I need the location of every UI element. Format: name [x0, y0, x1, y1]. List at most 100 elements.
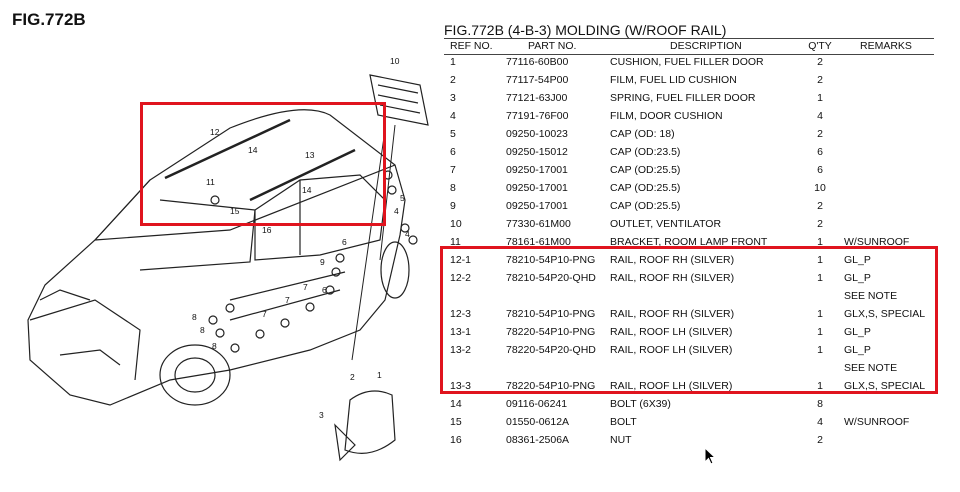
roof-rail-table-highlight: [440, 246, 938, 394]
header-part: PART NO.: [528, 40, 577, 52]
remarks-cell: GLX,S, SPECIAL: [844, 380, 926, 392]
quantity-cell: 1: [817, 236, 823, 248]
quantity-cell: 1: [817, 272, 823, 284]
svg-text:8: 8: [192, 312, 197, 322]
description-cell: BOLT: [610, 416, 637, 428]
quantity-cell: 1: [817, 254, 823, 266]
svg-text:8: 8: [200, 325, 205, 335]
ref-cell: 5: [450, 128, 456, 140]
ref-cell: 1: [450, 56, 456, 68]
diagram-callouts: 10 12 13 14 14 11 15 16 5 4 4 6 9 6 7 7 …: [192, 56, 410, 420]
ref-cell: 13-3: [450, 380, 472, 392]
ref-cell: 14: [450, 398, 462, 410]
table-row: 13-3 78220-54P10-PNG RAIL, ROOF LH (SILVER…: [444, 377, 934, 395]
ref-cell: 6: [450, 146, 456, 158]
svg-text:7: 7: [262, 309, 267, 319]
ref-cell: 13-1: [450, 326, 472, 338]
remarks-cell: GL_P: [844, 326, 871, 338]
description-cell: FILM, DOOR CUSHION: [610, 110, 723, 122]
description-cell: CAP (OD:25.5): [610, 182, 681, 194]
part-number-cell: 78161-61M00: [506, 236, 571, 248]
description-cell: CAP (OD:25.5): [610, 164, 681, 176]
quantity-cell: 1: [817, 344, 823, 356]
description-cell: CAP (OD: 18): [610, 128, 675, 140]
ref-cell: 12-3: [450, 308, 472, 320]
quantity-cell: 2: [817, 56, 823, 68]
part-number-cell: 78210-54P10-PNG: [506, 254, 596, 266]
table-title: FIG.772B (4-B-3) MOLDING (W/ROOF RAIL): [444, 22, 727, 38]
header-qty: Q'TY: [808, 40, 832, 52]
part-number-cell: 78220-54P20-QHD: [506, 344, 596, 356]
description-cell: FILM, FUEL LID CUSHION: [610, 74, 737, 86]
quantity-cell: 1: [817, 326, 823, 338]
mouse-cursor-icon: [704, 447, 717, 465]
quantity-cell: 4: [817, 416, 823, 428]
ref-cell: 4: [450, 110, 456, 122]
svg-text:8: 8: [212, 341, 217, 351]
remarks-cell: W/SUNROOF: [844, 416, 910, 428]
ref-cell: 3: [450, 92, 456, 104]
table-row: 12-3 78210-54P10-PNG RAIL, ROOF RH (SILVER…: [444, 305, 934, 323]
quantity-cell: 10: [814, 182, 826, 194]
svg-text:9: 9: [320, 257, 325, 267]
svg-text:1: 1: [377, 370, 382, 380]
description-cell: NUT: [610, 434, 632, 446]
ref-cell: 2: [450, 74, 456, 86]
svg-text:15: 15: [230, 206, 240, 216]
svg-text:3: 3: [319, 410, 324, 420]
part-number-cell: 77117-54P00: [506, 74, 569, 86]
description-cell: RAIL, ROOF RH (SILVER): [610, 254, 735, 266]
svg-text:7: 7: [303, 282, 308, 292]
description-cell: RAIL, ROOF LH (SILVER): [610, 326, 733, 338]
ref-cell: 15: [450, 416, 462, 428]
table-row: 12-1 78210-54P10-PNG RAIL, ROOF RH (SILVER…: [444, 251, 934, 269]
table-row: 1 77116-60B00 CUSHION, FUEL FILLER DOOR 2: [444, 53, 934, 71]
svg-text:14: 14: [248, 145, 258, 155]
remarks-cell: GL_P: [844, 344, 871, 356]
part-number-cell: 78210-54P20-QHD: [506, 272, 596, 284]
description-cell: CUSHION, FUEL FILLER DOOR: [610, 56, 764, 68]
part-number-cell: 09250-10023: [506, 128, 568, 140]
svg-text:10: 10: [390, 56, 400, 66]
part-number-cell: 78220-54P10-PNG: [506, 380, 596, 392]
description-cell: CAP (OD:25.5): [610, 200, 681, 212]
ref-cell: 8: [450, 182, 456, 194]
quantity-cell: 2: [817, 128, 823, 140]
quantity-cell: 2: [817, 200, 823, 212]
description-cell: SPRING, FUEL FILLER DOOR: [610, 92, 756, 104]
remarks-cell: SEE NOTE: [844, 290, 898, 302]
svg-text:2: 2: [350, 372, 355, 382]
ref-cell: 7: [450, 164, 456, 176]
part-number-cell: 09116-06241: [506, 398, 568, 410]
table-header: REF NO. PART NO. DESCRIPTION Q'TY REMARK…: [444, 38, 934, 55]
svg-text:7: 7: [285, 295, 290, 305]
ref-cell: 11: [450, 236, 461, 248]
part-number-cell: 09250-17001: [506, 200, 568, 212]
part-number-cell: 09250-17001: [506, 164, 568, 176]
part-number-cell: 78210-54P10-PNG: [506, 308, 596, 320]
description-cell: CAP (OD:23.5): [610, 146, 681, 158]
quantity-cell: 2: [817, 218, 823, 230]
header-remarks: REMARKS: [860, 40, 912, 52]
part-number-cell: 77116-60B00: [506, 56, 569, 68]
table-row: SEE NOTE: [444, 287, 934, 305]
description-cell: RAIL, ROOF RH (SILVER): [610, 308, 735, 320]
table-row: SEE NOTE: [444, 359, 934, 377]
quantity-cell: 8: [817, 398, 823, 410]
description-cell: RAIL, ROOF LH (SILVER): [610, 380, 733, 392]
svg-text:4: 4: [405, 229, 410, 239]
ref-cell: 12-1: [450, 254, 472, 266]
part-number-cell: 77121-63J00: [506, 92, 568, 104]
part-number-cell: 09250-15012: [506, 146, 568, 158]
